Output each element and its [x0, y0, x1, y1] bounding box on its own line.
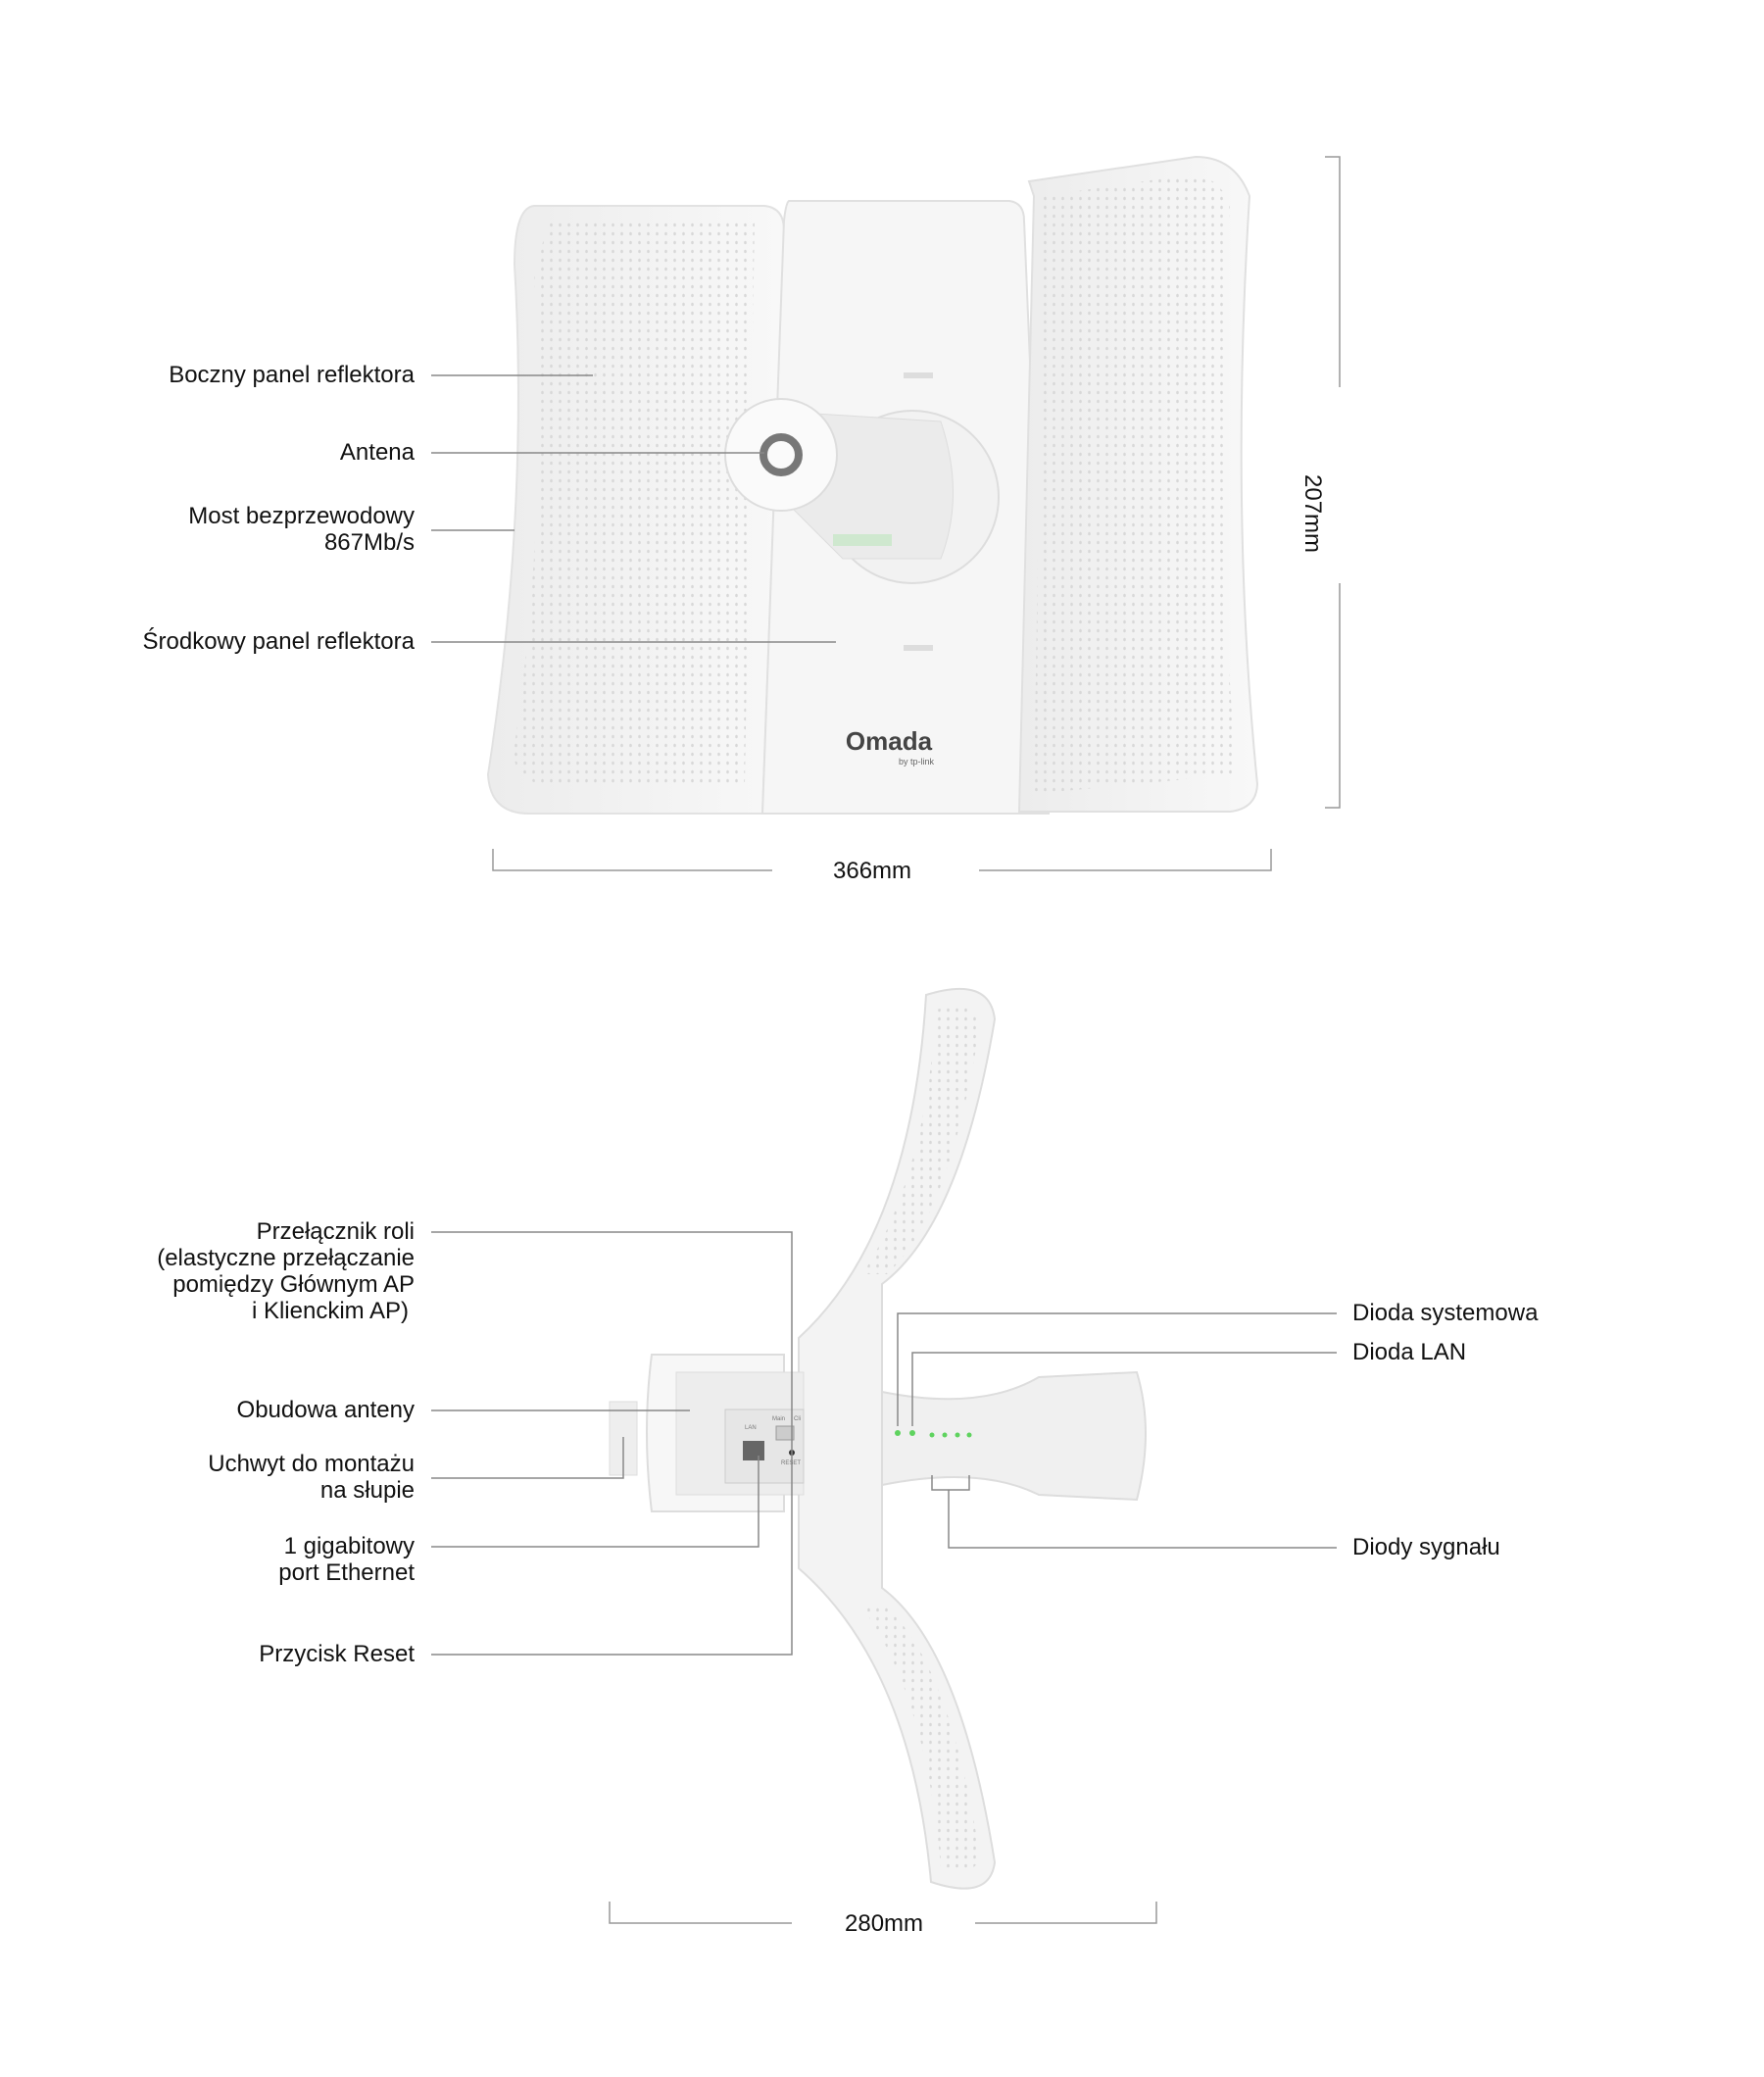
callout-bridge-line1: Most bezprzewodowy — [188, 503, 415, 529]
front-view-device: Omada by tp-link — [486, 155, 1259, 815]
callout-ethernet-line2: port Ethernet — [278, 1559, 415, 1586]
dimension-width: 366mm — [833, 858, 912, 884]
callout-antenna-housing: Obudowa anteny — [236, 1397, 415, 1423]
callout-ethernet-line1: 1 gigabitowy — [283, 1533, 415, 1559]
dimension-height: 207mm — [1299, 474, 1326, 554]
reflector-profile — [798, 987, 997, 1890]
role-switch — [775, 1425, 795, 1441]
callout-pole-mount-line2: na słupie — [319, 1477, 415, 1504]
ethernet-port — [743, 1441, 764, 1460]
port-label-lan: LAN — [745, 1425, 757, 1431]
svg-text:by tp-link: by tp-link — [899, 757, 935, 767]
callout-reset: Przycisk Reset — [259, 1641, 415, 1667]
callout-side-panel: Boczny panel reflektora — [169, 362, 415, 388]
callout-role-switch-line4: i Klienckim AP) — [251, 1298, 409, 1324]
port-label-reset: RESET — [781, 1460, 802, 1466]
dimension-depth: 280mm — [845, 1910, 924, 1937]
callout-antenna: Antena — [339, 439, 415, 466]
callout-pole-mount-line1: Uchwyt do montażu — [208, 1451, 415, 1477]
side-view-device — [609, 987, 1147, 1890]
status-leds — [895, 1430, 972, 1438]
front-leader-lines — [431, 374, 836, 643]
antenna-logo-ring — [760, 433, 803, 476]
side-dimension-lines — [609, 1902, 1157, 1924]
callout-signal-leds: Diody sygnału — [1352, 1534, 1500, 1560]
callout-system-led: Dioda systemowa — [1352, 1300, 1539, 1326]
svg-text:Omada: Omada — [846, 726, 933, 756]
callout-role-switch-line2: (elastyczne przełączanie — [157, 1245, 415, 1271]
callout-lan-led: Dioda LAN — [1352, 1339, 1467, 1365]
front-dimension-lines — [492, 156, 1341, 871]
callout-role-switch-line3: pomiędzy Głównym AP — [172, 1271, 415, 1298]
omada-logo: Omada by tp-link — [846, 726, 935, 767]
port-label-main: Main — [772, 1416, 786, 1422]
callout-role-switch-line1: Przełącznik roli — [256, 1218, 415, 1245]
side-leader-lines — [431, 1231, 1337, 1656]
antenna-disc — [724, 398, 838, 512]
callout-bridge-line2: 867Mb/s — [323, 529, 415, 556]
port-label-client: Cli — [794, 1416, 801, 1422]
callout-center-panel: Środkowy panel reflektora — [142, 628, 415, 655]
antenna-cylinder — [881, 1370, 1147, 1502]
